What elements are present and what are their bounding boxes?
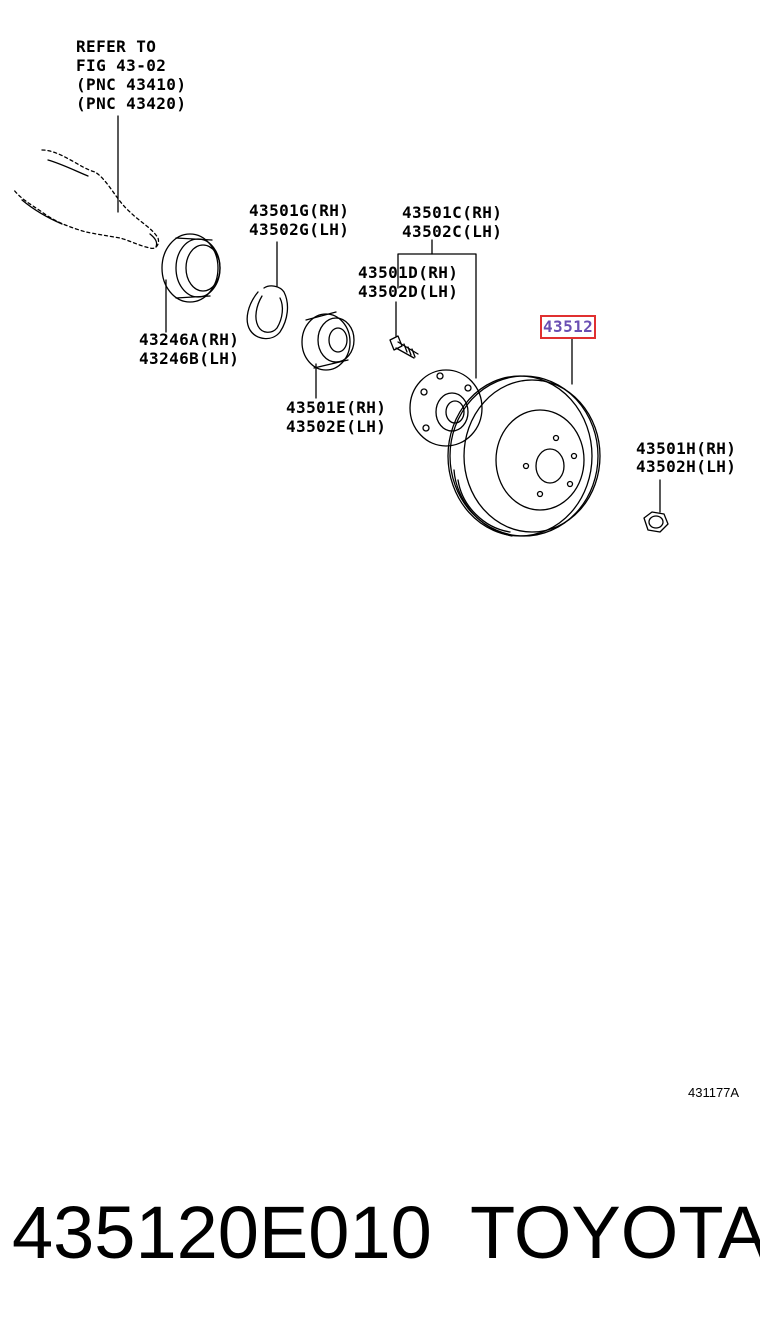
label-nut-rh[interactable]: 43501H(RH)	[636, 439, 737, 458]
label-hub-bolt-lh[interactable]: 43502D(LH)	[358, 282, 459, 301]
brake-disc	[447, 375, 601, 537]
snap-ring	[246, 285, 289, 340]
label-snap-ring-lh[interactable]: 43502G(LH)	[249, 220, 350, 239]
refer-note-line-4: (PNC 43420)	[76, 94, 187, 113]
label-hub-lh[interactable]: 43502C(LH)	[402, 222, 503, 241]
label-oil-seal-rh[interactable]: 43246A(RH)	[139, 330, 240, 349]
hub-nut	[643, 511, 669, 533]
bearing	[301, 311, 355, 371]
label-snap-ring-rh[interactable]: 43501G(RH)	[249, 201, 350, 220]
figure-reference: 431177A	[688, 1085, 740, 1100]
label-bearing-lh[interactable]: 43502E(LH)	[286, 417, 387, 436]
brand-name: TOYOTA	[470, 1191, 760, 1274]
label-hub-rh[interactable]: 43501C(RH)	[402, 203, 503, 222]
refer-note-line-3: (PNC 43410)	[76, 75, 187, 94]
label-hub-bolt-rh[interactable]: 43501D(RH)	[358, 263, 459, 282]
label-disc-highlighted[interactable]: 43512	[539, 315, 597, 339]
oil-seal	[161, 233, 221, 303]
label-nut-lh[interactable]: 43502H(LH)	[636, 457, 737, 476]
label-bearing-rh[interactable]: 43501E(RH)	[286, 398, 387, 417]
label-oil-seal-lh[interactable]: 43246B(LH)	[139, 349, 240, 368]
hub-bracket-leader	[397, 253, 477, 379]
refer-note-line-2: FIG 43-02	[76, 56, 167, 75]
drive-shaft	[13, 149, 160, 250]
refer-note-line-1: REFER TO	[76, 37, 157, 56]
hub-bolt	[389, 335, 419, 359]
part-number: 435120E010	[12, 1191, 432, 1274]
hub	[409, 369, 483, 447]
